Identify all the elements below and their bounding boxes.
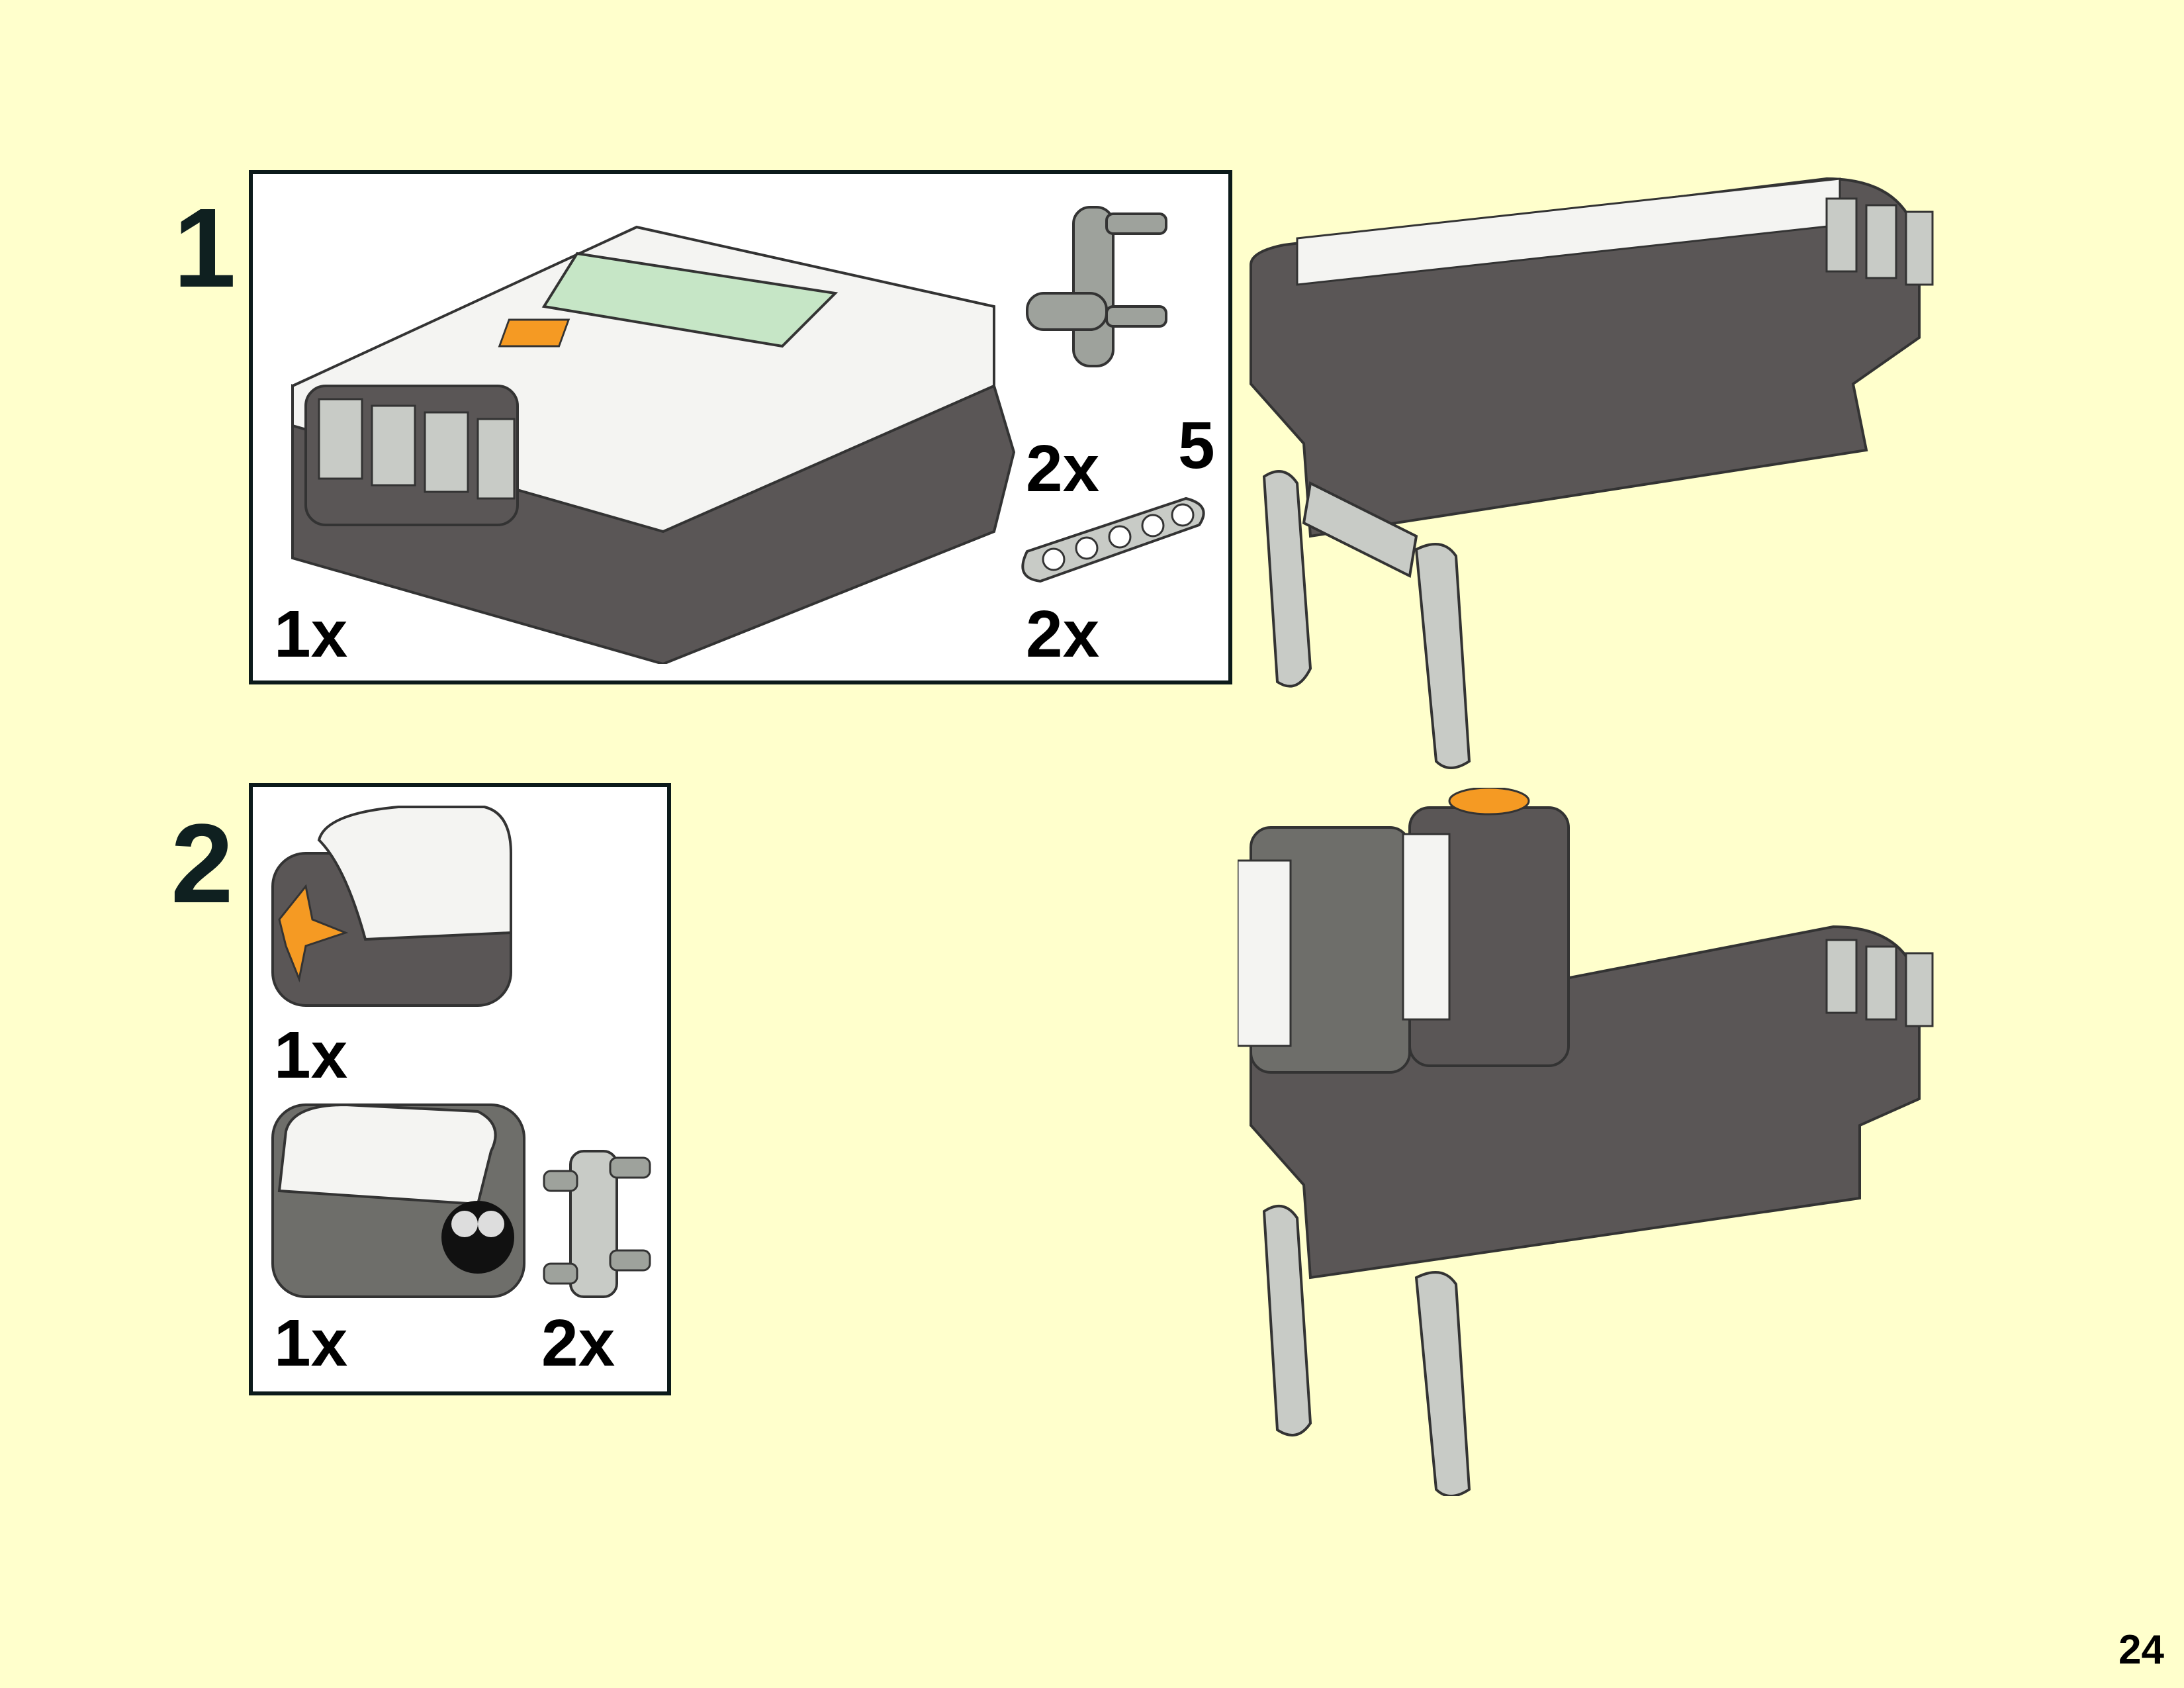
step-1-assembly-image — [1250, 177, 1934, 769]
ultrasonic-sensor-qty: 1x — [274, 1306, 348, 1380]
beam-length-label: 5 — [1178, 408, 1215, 483]
step-2-number: 2 — [171, 801, 234, 927]
touch-sensor-qty: 1x — [274, 1018, 348, 1092]
step-2-assembly-image — [1238, 788, 1934, 1496]
nxt-brick-qty: 1x — [274, 597, 348, 671]
touch-sensor-image — [271, 806, 512, 1007]
pin-connector-qty: 2x — [1026, 432, 1100, 506]
ultrasonic-sensor-image — [271, 1103, 525, 1298]
beam-image — [1021, 496, 1205, 583]
step-2-parts-list: 1x 1x 2x — [249, 783, 671, 1395]
page-number: 24 — [2118, 1627, 2164, 1673]
nxt-brick-image — [291, 225, 1016, 664]
pin-connector-image-2 — [543, 1150, 651, 1298]
pin-connector-qty-2: 2x — [541, 1306, 615, 1380]
beam-qty: 2x — [1026, 597, 1100, 671]
step-1-number: 1 — [173, 185, 236, 311]
step-1-parts-list: 2x 5 1x 2x — [249, 170, 1232, 684]
pin-connector-image — [1026, 206, 1167, 367]
